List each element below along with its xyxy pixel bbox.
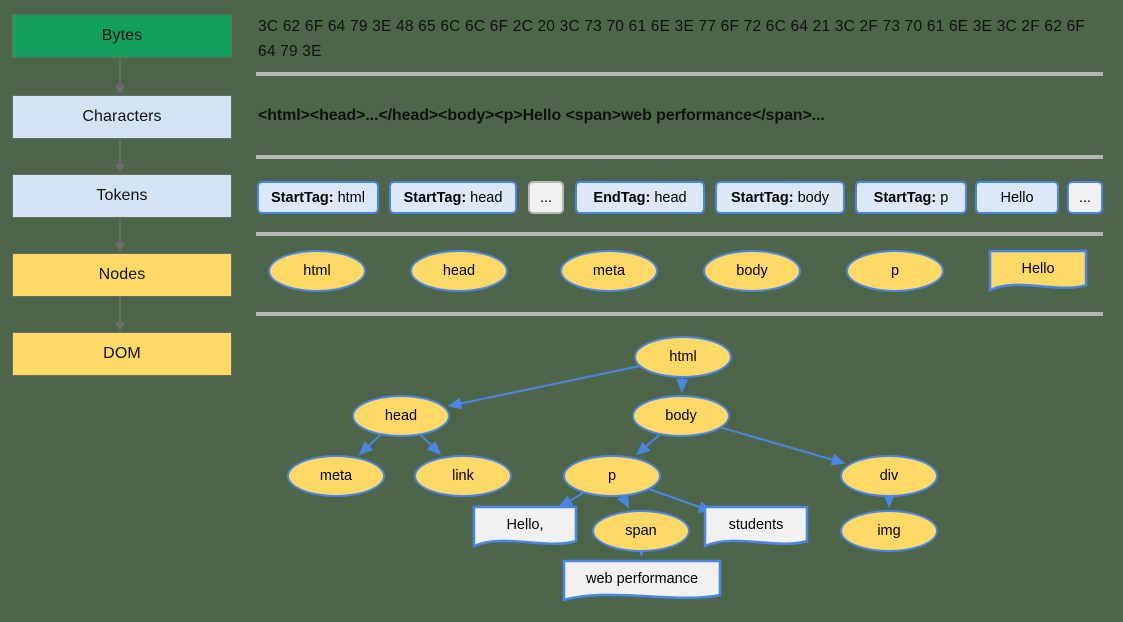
node-p: p (846, 250, 944, 292)
tree-edge-p-to-students (649, 488, 713, 513)
separator-0 (256, 72, 1103, 76)
node-body: body (703, 250, 801, 292)
separator-3 (256, 312, 1103, 316)
tree-node-meta: meta (287, 455, 385, 497)
tree-text-node-students: students (703, 505, 809, 549)
tree-node-label: link (452, 468, 474, 484)
pipeline-arrow-1 (115, 139, 125, 173)
tree-node-label: img (877, 523, 901, 539)
token-chip-1: StartTag:head (389, 181, 517, 214)
node-label: meta (592, 263, 626, 279)
token-value: Hello (1000, 189, 1034, 206)
token-chip-6: Hello (975, 181, 1059, 214)
tree-node-p: p (563, 455, 661, 497)
tree-node-label: span (625, 523, 657, 539)
node-meta: meta (560, 250, 658, 292)
pipeline-stage-label: Nodes (98, 266, 146, 283)
tree-text-node-webperformance: web performance (562, 559, 722, 603)
token-kind: StartTag: (730, 189, 794, 206)
token-chip-3: EndTag:head (575, 181, 705, 214)
tree-node-img: img (840, 510, 938, 552)
token-kind: StartTag: (403, 189, 467, 206)
pipeline-arrow-2 (115, 218, 125, 252)
token-kind: StartTag: (271, 189, 334, 206)
pipeline-arrow-3 (115, 297, 125, 331)
pipeline-stage-label: Bytes (101, 27, 143, 44)
node-label: body (736, 263, 768, 279)
pipeline-stage-dom: DOM (12, 332, 232, 376)
node-html: html (268, 250, 366, 292)
token-chip-4: StartTag:body (715, 181, 845, 214)
tree-edge-body-to-div (721, 426, 846, 466)
tree-node-label: Hello, (506, 516, 544, 533)
token-value: ... (1078, 189, 1092, 206)
tree-node-label: web performance (585, 570, 699, 587)
tree-node-span: span (592, 510, 690, 552)
tree-node-label: div (879, 468, 899, 484)
tree-node-link: link (414, 455, 512, 497)
tree-node-label: p (607, 468, 617, 484)
pipeline-stage-label: DOM (103, 345, 141, 362)
tree-node-label: head (384, 408, 418, 424)
token-value: html (337, 189, 365, 206)
pipeline-stage-label: Tokens (96, 187, 148, 204)
token-value: head (470, 189, 503, 206)
tree-node-label: students (728, 516, 784, 533)
token-value: head (654, 189, 687, 206)
node-label: Hello (1021, 260, 1055, 277)
tree-edge-html-to-head (447, 365, 640, 410)
tree-node-label: body (665, 408, 697, 424)
token-chip-5: StartTag:p (855, 181, 967, 214)
tree-edge-head-to-link (420, 434, 442, 455)
pipeline-arrow-0 (115, 58, 125, 94)
pipeline-stage-characters: Characters (12, 95, 232, 139)
token-value: p (940, 189, 949, 206)
token-value: ... (539, 189, 553, 206)
characters-markup-text: <html><head>...</head><body><p>Hello <sp… (258, 107, 825, 124)
tree-node-label: meta (319, 468, 353, 484)
token-value: body (797, 189, 830, 206)
tree-edge-p-to-span (617, 493, 630, 509)
tree-edge-head-to-meta (358, 434, 382, 456)
tree-edge-p-to-hello (558, 492, 584, 508)
token-chip-0: StartTag:html (257, 181, 379, 214)
token-chip-2: ... (528, 181, 564, 214)
tree-edge-body-to-p (635, 434, 660, 456)
pipeline-stage-tokens: Tokens (12, 174, 232, 218)
tree-node-body: body (632, 395, 730, 437)
pipeline-stage-label: Characters (82, 108, 162, 125)
tree-node-label: html (669, 349, 697, 365)
pipeline-stage-bytes: Bytes (12, 14, 232, 58)
token-kind: EndTag: (593, 189, 651, 206)
tree-node-div: div (840, 455, 938, 497)
token-kind: StartTag: (873, 189, 937, 206)
tree-node-html: html (634, 336, 732, 378)
bytes-hex-text: 3C 62 6F 64 79 3E 48 65 6C 6C 6F 2C 20 3… (258, 18, 1086, 60)
node-label: html (303, 263, 331, 279)
node-label: head (442, 263, 476, 279)
separator-2 (256, 232, 1103, 236)
node-head: head (410, 250, 508, 292)
tree-node-head: head (352, 395, 450, 437)
node-label: p (890, 263, 900, 279)
token-chip-7: ... (1067, 181, 1103, 214)
node-text-hello: Hello (988, 249, 1088, 293)
dom-tree-edges (358, 365, 895, 558)
pipeline-stage-nodes: Nodes (12, 253, 232, 297)
tree-text-node-hello: Hello, (472, 505, 578, 549)
separator-1 (256, 155, 1103, 159)
